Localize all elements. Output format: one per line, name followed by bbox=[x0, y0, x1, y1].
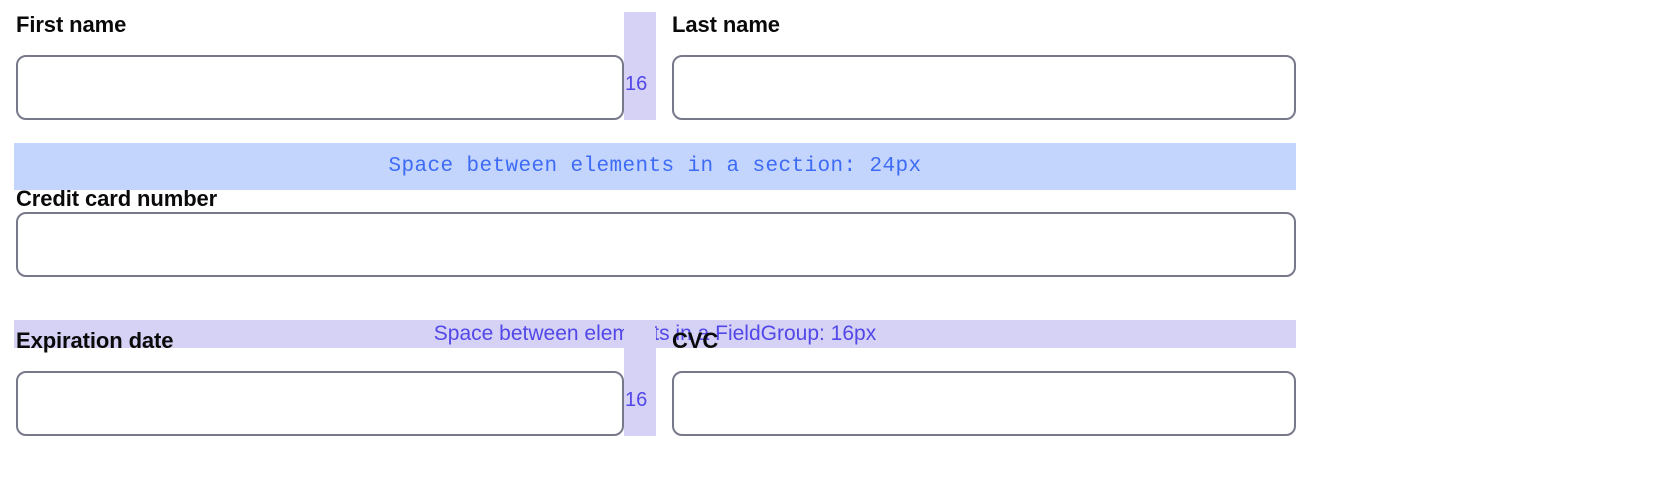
payment-form: First name 16 Last name Space between el… bbox=[0, 12, 1296, 436]
section-spacing-label: Space between elements in a section: 24p… bbox=[388, 155, 922, 178]
name-field-row: First name 16 Last name bbox=[0, 12, 1296, 120]
cvc-field: CVC bbox=[656, 328, 1296, 436]
first-name-field: First name bbox=[0, 12, 624, 120]
credit-card-number-input[interactable] bbox=[16, 212, 1296, 277]
expiration-date-field: Expiration date bbox=[0, 328, 624, 436]
cvc-label: CVC bbox=[672, 328, 719, 353]
expiration-date-label: Expiration date bbox=[16, 328, 174, 353]
credit-card-input-wrap bbox=[16, 212, 1296, 277]
last-name-input[interactable] bbox=[672, 55, 1296, 120]
first-name-input[interactable] bbox=[16, 55, 624, 120]
last-name-label: Last name bbox=[672, 12, 780, 37]
expiration-date-input[interactable] bbox=[16, 371, 624, 436]
cvc-input[interactable] bbox=[672, 371, 1296, 436]
expiry-cvc-field-row: Expiration date 16 CVC bbox=[0, 328, 1296, 436]
gap-annotation-band-names: 16 bbox=[624, 12, 656, 120]
credit-card-number-label: Credit card number bbox=[16, 186, 218, 211]
section-spacing-annotation: Space between elements in a section: 24p… bbox=[14, 143, 1296, 190]
credit-card-number-field: Credit card number bbox=[0, 186, 1296, 277]
first-name-label: First name bbox=[16, 12, 127, 37]
gap-value-label: 16 bbox=[625, 389, 648, 411]
last-name-field: Last name bbox=[656, 12, 1296, 120]
gap-annotation-band-expiry: 16 bbox=[624, 328, 656, 436]
gap-value-label: 16 bbox=[625, 73, 648, 95]
